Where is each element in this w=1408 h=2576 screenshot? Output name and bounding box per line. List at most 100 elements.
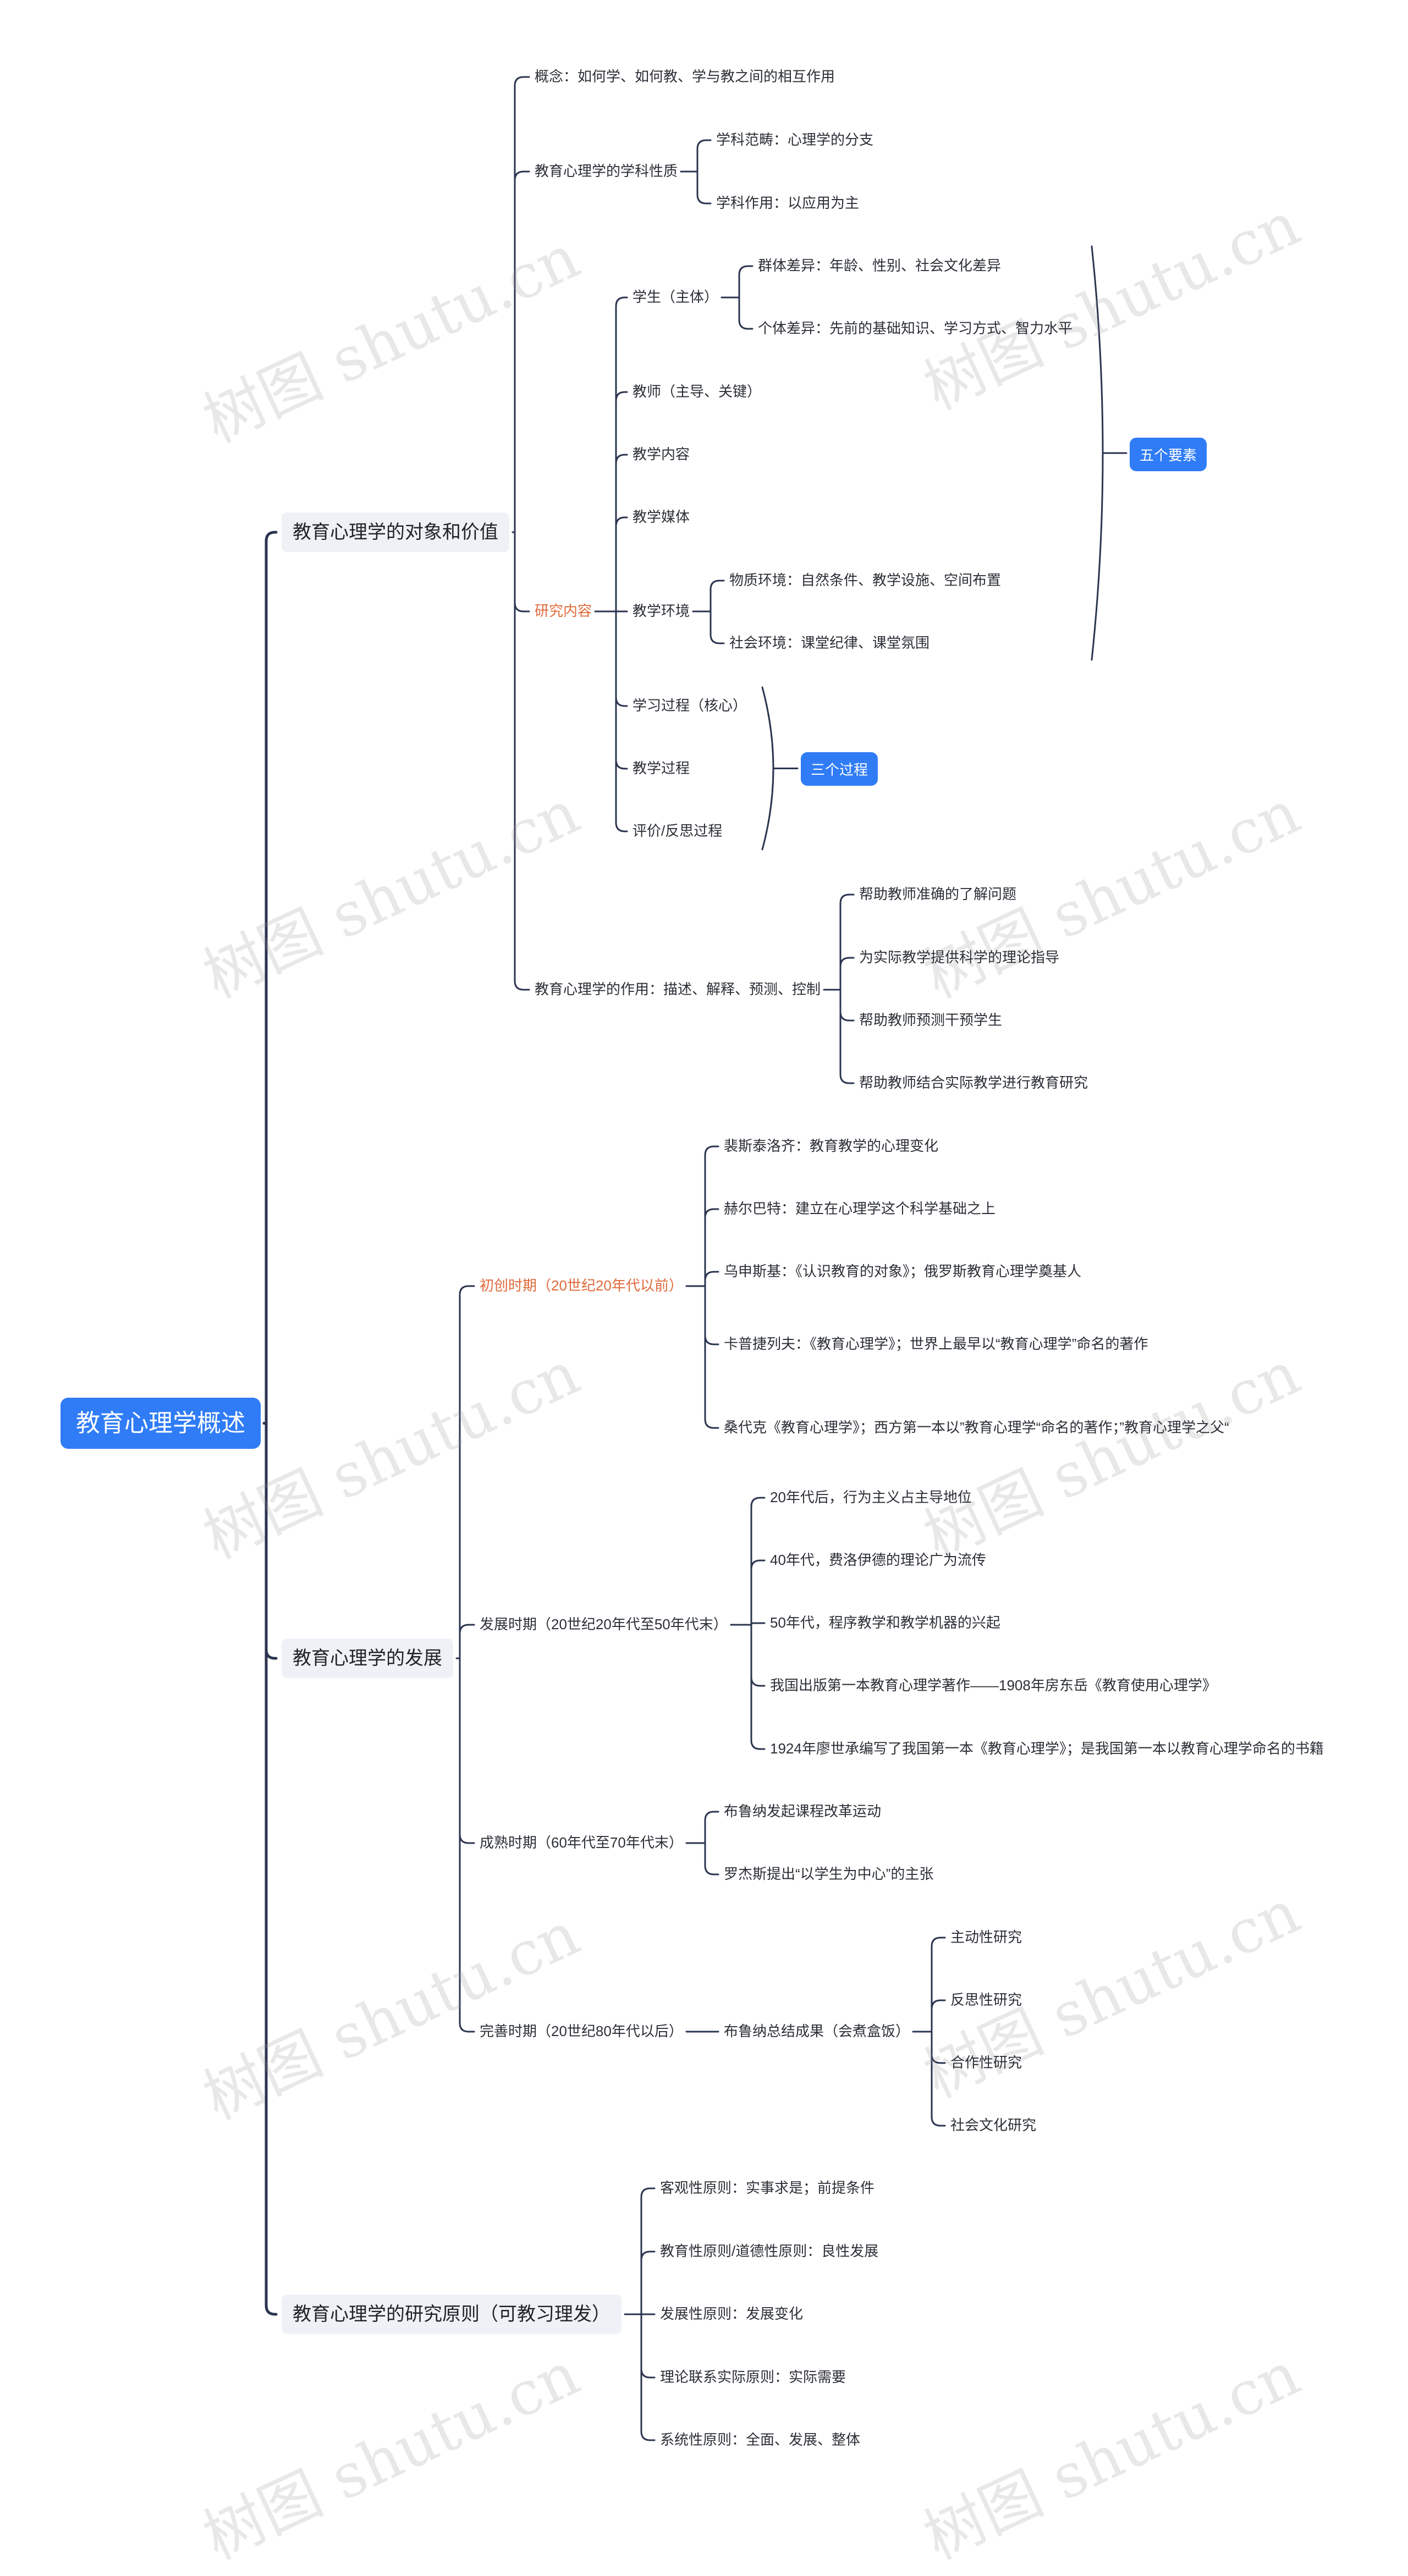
topic-freud[interactable]: 40年代，费洛伊德的理论广为流传: [770, 1552, 986, 1568]
connector-line: [640, 2250, 656, 2315]
topic-developmental-principle[interactable]: 发展性原则：发展变化: [660, 2305, 804, 2322]
connector-line: [931, 2031, 946, 2127]
topic-evaluation-process[interactable]: 评价/反思过程: [632, 823, 723, 839]
connector-line: [640, 2313, 656, 2441]
connector-lines: [262, 76, 1128, 2441]
topic-kapterev[interactable]: 卡普捷列夫：《教育心理学》；世界上最早以“教育心理学”命名的著作: [724, 1336, 1148, 1352]
summary-five-elements[interactable]: 五个要素: [1130, 437, 1207, 471]
connector-line: [839, 989, 855, 1022]
section-research-principles[interactable]: 教育心理学的研究原则（可教习理发）: [282, 2294, 622, 2335]
topic-ushinsky[interactable]: 乌申斯基：《认识教育的对象》；俄罗斯教育心理学奠基人: [724, 1263, 1082, 1279]
topic-perfecting-period[interactable]: 完善时期（20世纪80年代以后）: [480, 2023, 683, 2039]
topic-individual-difference[interactable]: 个体差异：先前的基础知识、学习方式、智力水平: [758, 320, 1073, 337]
connector-line: [615, 516, 628, 613]
topic-discipline-role[interactable]: 学科作用：以应用为主: [716, 195, 860, 211]
connector-line: [514, 76, 530, 533]
connector-line: [750, 1622, 766, 1626]
topic-function-2[interactable]: 为实际教学提供科学的理论指导: [859, 949, 1060, 966]
connector-line: [615, 610, 628, 770]
section-development[interactable]: 教育心理学的发展: [282, 1639, 453, 1679]
connector-line: [839, 957, 855, 991]
topic-physical-environment[interactable]: 物质环境：自然条件、教学设施、空间布置: [729, 572, 1002, 588]
connector-line: [615, 610, 628, 832]
topic-teaching-content[interactable]: 教学内容: [632, 446, 690, 462]
topic-discipline-nature[interactable]: 教育心理学的学科性质: [535, 163, 678, 179]
topic-rogers[interactable]: 罗杰斯提出“以学生为中心”的主张: [724, 1866, 934, 1882]
connector-line: [459, 1657, 475, 2033]
connector-line: [931, 1937, 946, 2033]
connector-line: [710, 580, 725, 613]
connector-line: [704, 1842, 719, 1876]
topic-students[interactable]: 学生（主体）: [632, 289, 719, 305]
connector-line: [710, 610, 725, 644]
topic-initiative-research[interactable]: 主动性研究: [950, 1929, 1022, 1945]
topic-theory-practice-principle[interactable]: 理论联系实际原则：实际需要: [660, 2369, 846, 2385]
topic-mature-period[interactable]: 成熟时期（60年代至70年代末）: [480, 1834, 683, 1851]
connector-line: [615, 610, 628, 707]
topic-initial-period[interactable]: 初创时期（20世纪20年代以前）: [480, 1277, 683, 1294]
topic-educational-principle[interactable]: 教育性原则/道德性原则：良性发展: [660, 2243, 879, 2259]
summary-three-processes[interactable]: 三个过程: [801, 752, 878, 786]
topic-learning-process[interactable]: 学习过程（核心）: [632, 697, 747, 714]
topic-cooperative-research[interactable]: 合作性研究: [950, 2054, 1022, 2071]
topic-teacher[interactable]: 教师（主导、关键）: [632, 383, 762, 400]
section-object-and-value[interactable]: 教育心理学的对象和价值: [282, 512, 509, 553]
connector-line: [459, 1624, 475, 1659]
connector-line: [514, 170, 530, 533]
topic-teaching-media[interactable]: 教学媒体: [632, 509, 690, 525]
topic-systematic-principle[interactable]: 系统性原则：全面、发展、整体: [660, 2431, 861, 2448]
connector-line: [459, 1285, 475, 1659]
connector-line: [615, 454, 628, 613]
topic-group-difference[interactable]: 群体差异：年龄、性别、社会文化差异: [758, 257, 1002, 274]
topic-function[interactable]: 教育心理学的作用：描述、解释、预测、控制: [535, 981, 821, 997]
connector-line: [750, 1624, 766, 1687]
topic-development-period[interactable]: 发展时期（20世纪20年代至50年代末）: [480, 1616, 728, 1632]
topic-function-1[interactable]: 帮助教师准确的了解问题: [859, 886, 1017, 902]
connector-line: [750, 1497, 766, 1626]
connector-line: [738, 265, 754, 299]
mind-map-canvas: 树图 shutu.cn 树图 shutu.cn 树图 shutu.cn 树图 s…: [61, 68, 1324, 2573]
topic-discipline-scope[interactable]: 学科范畴：心理学的分支: [716, 131, 874, 148]
topic-research-content[interactable]: 研究内容: [535, 603, 592, 619]
connector-line: [704, 1285, 719, 1345]
topic-pestalozzi[interactable]: 裴斯泰洛齐：教育教学的心理变化: [724, 1138, 939, 1154]
summary-brace: [761, 686, 774, 851]
connector-line: [704, 1271, 719, 1287]
connector-line: [839, 989, 855, 1084]
connector-line: [931, 1999, 946, 2033]
connector-line: [514, 531, 530, 991]
connector-line: [704, 1145, 719, 1287]
connector-line: [615, 391, 628, 613]
connector-line: [750, 1559, 766, 1626]
topic-function-4[interactable]: 帮助教师结合实际教学进行教育研究: [859, 1074, 1088, 1091]
connector-line: [640, 2313, 656, 2379]
topic-social-environment[interactable]: 社会环境：课堂纪律、课堂氛围: [729, 635, 930, 651]
topic-liao-shicheng[interactable]: 1924年廖世承编写了我国第一本《教育心理学》；是我国第一本以教育心理学命名的书…: [770, 1740, 1324, 1757]
connector-line: [738, 296, 754, 330]
topic-herbart[interactable]: 赫尔巴特：建立在心理学这个科学基础之上: [724, 1200, 996, 1217]
topic-reflective-research[interactable]: 反思性研究: [950, 1992, 1022, 2008]
connector-line: [265, 1422, 278, 2316]
root-topic[interactable]: 教育心理学概述: [61, 1397, 261, 1449]
connector-line: [640, 2187, 656, 2315]
topic-thorndike[interactable]: 桑代克《教育心理学》；西方第一本以”教育心理学“命名的著作；”教育心理学之父“: [724, 1419, 1229, 1436]
topic-concept[interactable]: 概念：如何学、如何教、学与教之间的相互作用: [535, 68, 835, 85]
topic-objectivity-principle[interactable]: 客观性原则：实事求是；前提条件: [660, 2180, 875, 2196]
topic-sociocultural-research[interactable]: 社会文化研究: [950, 2117, 1037, 2133]
connector-line: [514, 531, 530, 613]
connector-line: [696, 139, 712, 173]
topic-teaching-environment[interactable]: 教学环境: [632, 603, 690, 619]
connector-line: [839, 893, 855, 991]
connector-line: [750, 1624, 766, 1750]
connector-line: [615, 296, 628, 613]
topic-bruner-summary[interactable]: 布鲁纳总结成果（会煮盒饭）: [724, 2023, 910, 2039]
connector-line: [704, 1208, 719, 1287]
topic-first-book-china[interactable]: 我国出版第一本教育心理学著作——1908年房东岳《教育使用心理学》: [770, 1677, 1217, 1694]
connector-line: [704, 1285, 719, 1429]
topic-function-3[interactable]: 帮助教师预测干预学生: [859, 1012, 1003, 1028]
topic-programmed-instruction[interactable]: 50年代，程序教学和教学机器的兴起: [770, 1614, 1000, 1631]
connector-line: [704, 1811, 719, 1844]
topic-behaviorism[interactable]: 20年代后，行为主义占主导地位: [770, 1489, 972, 1505]
topic-bruner-reform[interactable]: 布鲁纳发起课程改革运动: [724, 1803, 882, 1819]
topic-teaching-process[interactable]: 教学过程: [632, 760, 690, 776]
